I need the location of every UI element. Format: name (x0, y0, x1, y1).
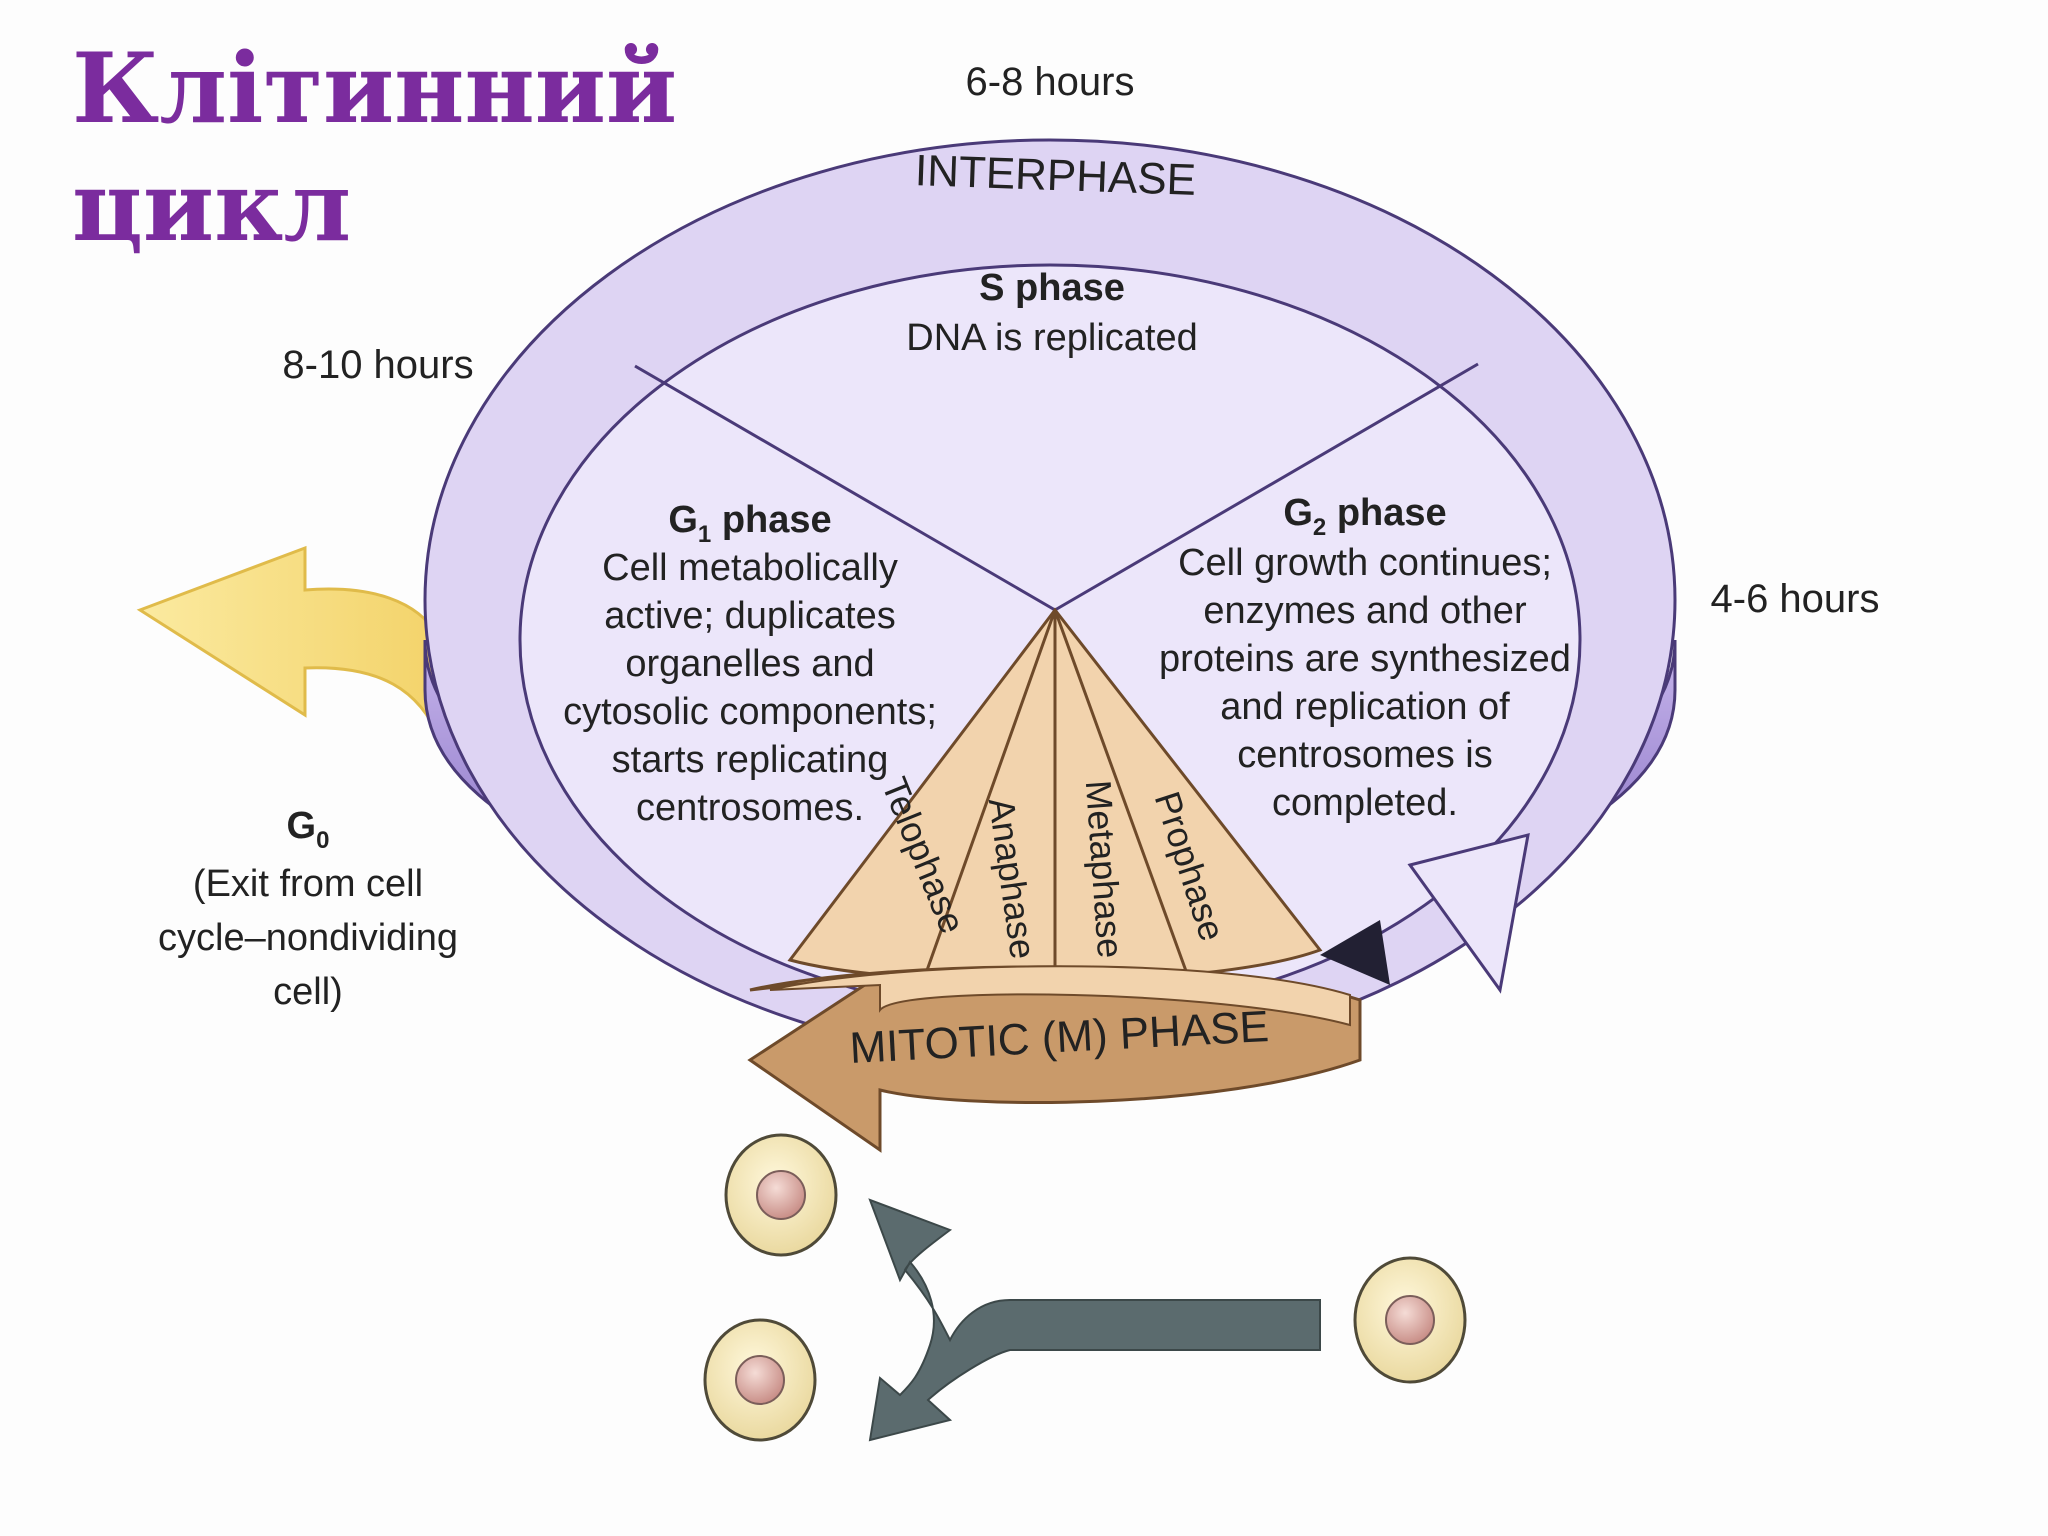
interphase-ring (423, 138, 1677, 1062)
g1-phase-title: G1 phase (668, 499, 831, 548)
g0-line-2: cycle–nondividing (158, 917, 458, 959)
g2-phase-line-6: completed. (1272, 782, 1458, 824)
g2-phase-line-2: enzymes and other (1203, 590, 1527, 632)
g2-phase-title: G2 phase (1283, 492, 1446, 541)
s-phase-title: S phase (979, 267, 1125, 309)
g0-title: G0 (287, 805, 330, 854)
daughter-cell-bottom (703, 1318, 817, 1442)
g1-phase-hours: 8-10 hours (282, 343, 473, 387)
g0-exit-arrow-icon (136, 545, 442, 741)
s-phase-hours: 6-8 hours (966, 60, 1135, 104)
mitotic-phase-wedge (787, 607, 1323, 991)
g1-phase-line-5: starts replicating (612, 739, 889, 781)
daughter-cell-top (724, 1133, 838, 1257)
g1-phase-line-1: Cell metabolically (602, 547, 898, 589)
g1-phase-line-3: organelles and (625, 643, 874, 685)
s-phase-text: DNA is replicated (906, 317, 1197, 359)
g2-phase-line-1: Cell growth continues; (1178, 542, 1552, 584)
interphase-label: INTERPHASE (914, 146, 1197, 205)
g2-phase-hours: 4-6 hours (1711, 577, 1880, 621)
g1-phase-line-2: active; duplicates (604, 595, 896, 637)
division-arrow-icon (868, 1198, 1321, 1442)
g1-phase-line-6: centrosomes. (636, 787, 864, 829)
slide-title: Клітинний цикл (72, 30, 677, 266)
g2-phase-line-3: proteins are synthesized (1159, 638, 1571, 680)
slide-title-line-1: Клітинний (72, 32, 678, 145)
g0-line-1: (Exit from cell (193, 863, 423, 905)
g0-line-3: cell) (273, 971, 343, 1013)
mitotic-arrow-band (747, 965, 1362, 1153)
parent-cell (1353, 1256, 1467, 1384)
g1-phase-line-4: cytosolic components; (563, 691, 937, 733)
g2-phase-line-5: centrosomes is (1237, 734, 1493, 776)
g2-phase-line-4: and replication of (1220, 686, 1510, 728)
slide-title-line-2: цикл (72, 150, 352, 263)
